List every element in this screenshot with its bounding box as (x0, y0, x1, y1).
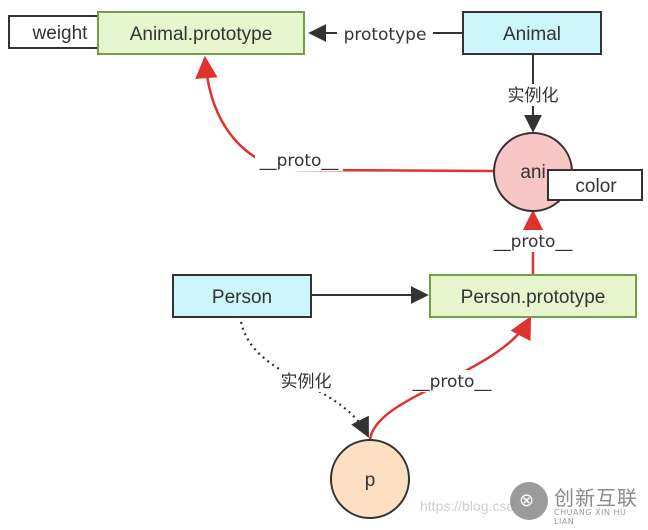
node-weight-label: weight (32, 23, 89, 44)
label-bg (489, 230, 577, 252)
brand-name: 创新互联 (554, 486, 638, 510)
brand-subtitle: CHUANG XIN HU LIAN (554, 508, 627, 526)
label-bg (274, 370, 338, 392)
node-p (330, 439, 410, 519)
watermark-url: https://blog.csd (420, 498, 515, 514)
edge-label-person-prototype-proto: __proto__ (493, 232, 573, 252)
label-bg (337, 22, 433, 44)
edge-label-person-instantiate: 实例化 (281, 372, 332, 392)
node-person-prototype (429, 274, 637, 318)
node-p-label: p (365, 470, 376, 491)
node-animal (462, 11, 602, 55)
node-person (172, 274, 312, 318)
brand-logo: ⊗ 创新互联 CHUANG XIN HU LIAN (506, 478, 646, 526)
brand-icon: ⊗ (510, 482, 548, 520)
edge-label-ani-proto: __proto__ (259, 151, 339, 171)
node-color-label: color (575, 176, 617, 197)
edge-ani-proto (195, 55, 495, 173)
node-animal-prototype-label: Animal.prototype (130, 24, 273, 45)
edge-label-animal-instantiate: 实例化 (508, 86, 559, 106)
node-ani-label: ani (520, 162, 545, 183)
node-person-prototype-label: Person.prototype (461, 287, 606, 308)
node-color (547, 169, 643, 201)
node-weight (8, 15, 113, 49)
node-person-label: Person (212, 287, 272, 308)
label-bg (255, 149, 343, 171)
node-animal-prototype (97, 11, 305, 55)
edge-label-p-proto: __proto__ (412, 372, 492, 392)
node-animal-label: Animal (503, 24, 561, 45)
label-bg (500, 84, 566, 106)
label-bg (408, 370, 496, 392)
edge-label-prototype: prototype (344, 25, 427, 45)
